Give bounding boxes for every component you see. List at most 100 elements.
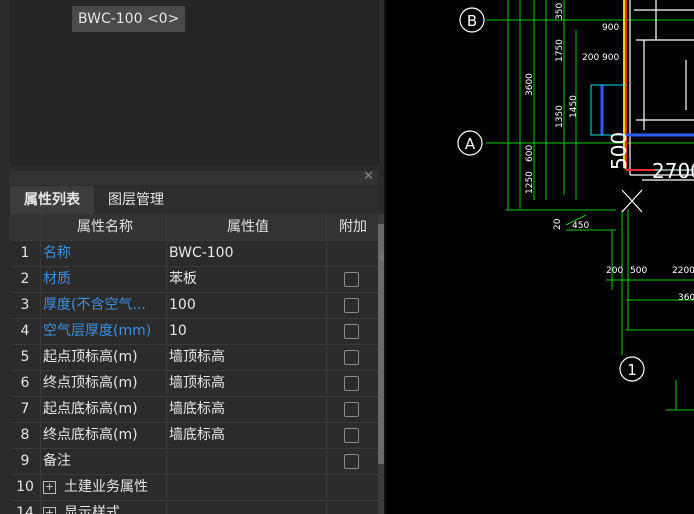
row-name-text: 材质 bbox=[43, 271, 71, 287]
attach-checkbox[interactable] bbox=[344, 454, 359, 469]
attach-checkbox[interactable] bbox=[344, 272, 359, 287]
tab-property-list[interactable]: 属性列表 bbox=[10, 186, 94, 214]
panel-divider[interactable] bbox=[384, 0, 386, 514]
row-name: 终点底标高(m) bbox=[40, 422, 167, 448]
attach-checkbox[interactable] bbox=[344, 324, 359, 339]
row-name-text: 厚度(不含空气... bbox=[43, 297, 146, 313]
table-row[interactable]: 6 终点顶标高(m)墙顶标高 bbox=[10, 370, 378, 397]
table-row[interactable]: 2 材质 苯板 bbox=[10, 266, 378, 293]
property-grid: 属性名称 属性值 附加 1 名称 BWC-100 2 材质 苯板 3 厚度(不含空气... 10… bbox=[10, 214, 378, 514]
row-extra bbox=[326, 292, 378, 318]
row-extra bbox=[326, 448, 378, 474]
row-name-text: 显示样式 bbox=[64, 505, 120, 514]
attach-checkbox[interactable] bbox=[344, 428, 359, 443]
row-name: 起点顶标高(m) bbox=[40, 344, 167, 370]
row-extra bbox=[326, 240, 378, 266]
close-icon[interactable]: ✕ bbox=[363, 169, 374, 184]
row-name: 终点顶标高(m) bbox=[40, 370, 167, 396]
row-index: 14 bbox=[16, 505, 34, 514]
row-name-text: 起点顶标高(m) bbox=[43, 349, 138, 365]
header-value: 属性值 bbox=[166, 214, 327, 240]
row-index: 10 bbox=[16, 479, 34, 495]
axis-b-bubble bbox=[459, 7, 485, 33]
table-row[interactable]: 1 名称 BWC-100 bbox=[10, 240, 378, 267]
grid-scrollbar[interactable] bbox=[378, 214, 384, 514]
table-row[interactable]: 5 起点顶标高(m) 墙顶标高 bbox=[10, 344, 378, 371]
row-name: 起点底标高(m) bbox=[40, 396, 167, 422]
row-extra bbox=[326, 266, 378, 292]
axis-1-label: 1 bbox=[627, 361, 637, 379]
row-name: 厚度(不含空气... bbox=[40, 292, 167, 318]
row-index: 6 bbox=[20, 375, 30, 391]
dim-left-7: 1250 bbox=[525, 171, 535, 194]
dim-top-1: 900 bbox=[602, 23, 619, 33]
row-value[interactable] bbox=[166, 500, 327, 514]
row-value[interactable]: 100 bbox=[166, 292, 327, 318]
table-row[interactable]: 9 备注 bbox=[10, 448, 378, 475]
row-name-text: 名称 bbox=[43, 245, 71, 261]
row-name: + 显示样式 bbox=[40, 500, 167, 514]
tab-layer-management[interactable]: 图层管理 bbox=[94, 186, 178, 214]
dim-top-2: 200 bbox=[582, 53, 599, 63]
row-extra bbox=[326, 396, 378, 422]
header-index bbox=[10, 214, 40, 240]
dim-2700: 2700 bbox=[652, 159, 694, 183]
row-index: 9 bbox=[20, 453, 30, 469]
row-value[interactable] bbox=[166, 448, 327, 474]
row-name: 材质 bbox=[40, 266, 167, 292]
row-name-text: 起点底标高(m) bbox=[43, 401, 138, 417]
axis-1-bubble bbox=[619, 356, 645, 382]
row-index: 2 bbox=[20, 271, 30, 287]
element-tooltip: BWC-100 <0> bbox=[72, 6, 186, 32]
row-value[interactable]: 墙顶标高 bbox=[166, 370, 327, 396]
row-name-text: 空气层厚度(mm) bbox=[43, 323, 152, 339]
dim-left-6: 350 bbox=[555, 3, 565, 20]
table-row[interactable]: 10 + 土建业务属性 bbox=[10, 474, 378, 501]
attach-checkbox[interactable] bbox=[344, 350, 359, 365]
axis-b-label: B bbox=[467, 12, 477, 30]
row-name-text: 备注 bbox=[43, 453, 71, 469]
table-row[interactable]: 14 + 显示样式 bbox=[10, 500, 378, 514]
row-value[interactable]: 墙顶标高 bbox=[166, 344, 327, 370]
row-extra bbox=[326, 422, 378, 448]
row-name: 名称 bbox=[40, 240, 167, 266]
preview-area: BWC-100 <0> bbox=[10, 0, 379, 165]
row-value[interactable]: BWC-100 bbox=[166, 240, 327, 266]
expand-plus-icon[interactable]: + bbox=[43, 506, 56, 514]
attach-checkbox[interactable] bbox=[344, 298, 359, 313]
dim-small-1: 20 bbox=[553, 218, 563, 230]
row-value[interactable] bbox=[166, 474, 327, 500]
row-value[interactable]: 10 bbox=[166, 318, 327, 344]
scrollbar-thumb[interactable] bbox=[378, 224, 384, 464]
axis-a-label: A bbox=[465, 135, 476, 153]
attach-checkbox[interactable] bbox=[344, 402, 359, 417]
row-index: 3 bbox=[20, 297, 30, 313]
row-name: 备注 bbox=[40, 448, 167, 474]
dim-left-3: 1350 bbox=[555, 105, 565, 128]
grid-header: 属性名称 属性值 附加 bbox=[10, 214, 378, 241]
attach-checkbox[interactable] bbox=[344, 376, 359, 391]
row-value[interactable]: 墙底标高 bbox=[166, 396, 327, 422]
cad-drawing-canvas[interactable]: B A 1 500 2700 900 200 900 3600 1750 135… bbox=[386, 0, 694, 514]
row-name-text: 土建业务属性 bbox=[64, 479, 148, 495]
table-row[interactable]: 3 厚度(不含空气... 100 bbox=[10, 292, 378, 319]
header-name: 属性名称 bbox=[40, 214, 167, 240]
dim-left-1: 3600 bbox=[525, 73, 535, 96]
row-index: 5 bbox=[20, 349, 30, 365]
row-value[interactable]: 墙底标高 bbox=[166, 422, 327, 448]
table-row[interactable]: 8 终点底标高(m)墙底标高 bbox=[10, 422, 378, 449]
collapse-arrow-icon[interactable] bbox=[379, 252, 384, 262]
row-index: 8 bbox=[20, 427, 30, 443]
panel-splitter[interactable]: ✕ bbox=[10, 169, 378, 185]
row-extra bbox=[326, 500, 378, 514]
dim-top-3: 900 bbox=[602, 53, 619, 63]
dim-left-4: 1450 bbox=[569, 95, 579, 118]
dim-bottom-4: 3600 bbox=[678, 293, 694, 303]
expand-plus-icon[interactable]: + bbox=[43, 479, 56, 494]
row-value[interactable]: 苯板 bbox=[166, 266, 327, 292]
header-extra: 附加 bbox=[326, 214, 378, 240]
row-index: 1 bbox=[20, 245, 30, 261]
dim-bottom-2: 500 bbox=[630, 266, 647, 276]
